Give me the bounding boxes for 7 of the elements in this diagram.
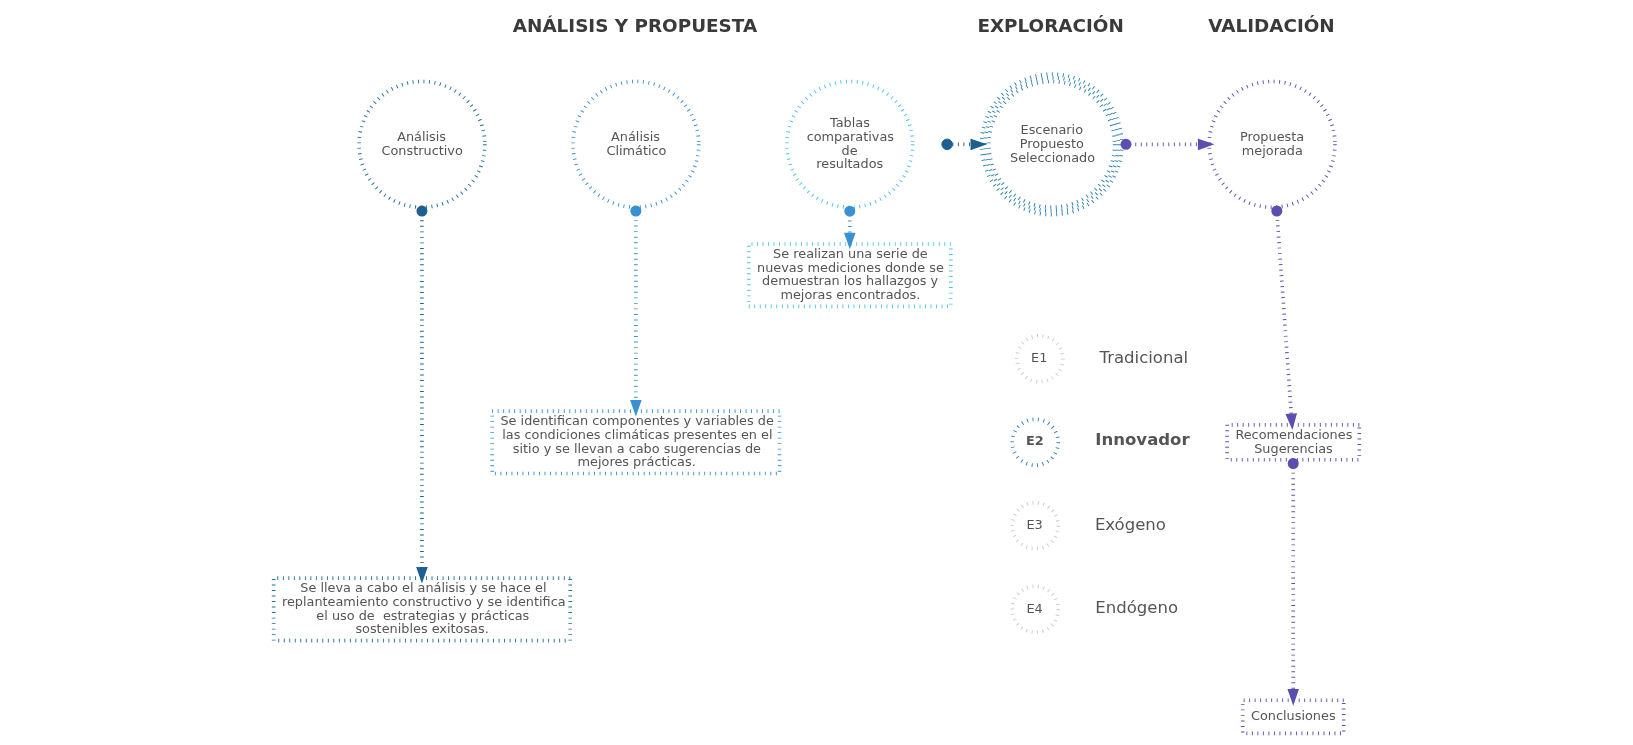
label: ANÁLISIS Y PROPUESTA: [512, 14, 758, 36]
node-label: Exógeno: [1094, 514, 1166, 534]
node-label: Tradicional: [1099, 347, 1189, 367]
node-label: Endógeno: [1095, 598, 1179, 618]
label: VALIDACIÓN: [1208, 14, 1335, 36]
label: EXPLORACIÓN: [977, 14, 1124, 36]
node-label: Innovador: [1095, 430, 1190, 450]
